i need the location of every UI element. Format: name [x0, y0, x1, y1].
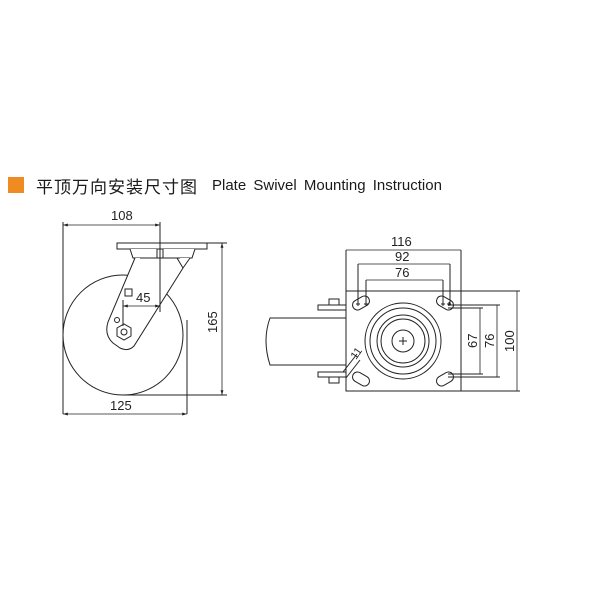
dim-76-vertical: 76 [482, 334, 497, 348]
dim-165: 165 [205, 311, 220, 333]
top-plate [116, 242, 208, 250]
side-view-dimensions [63, 223, 224, 416]
dim-11: 11 [349, 345, 365, 361]
mounting-slot-tr [436, 295, 454, 311]
heading-marker-icon [8, 177, 24, 193]
heading-title-cn: 平顶万向安装尺寸图 [36, 177, 198, 198]
axle-nut [116, 323, 132, 341]
wheel-tread [265, 317, 346, 366]
mounting-slot-bl [352, 371, 370, 387]
section-heading: 平顶万向安装尺寸图 Plate Swivel Mounting Instruct… [8, 173, 442, 198]
dim-125: 125 [110, 398, 132, 413]
top-view-dimensions [346, 249, 518, 391]
dim-92: 92 [395, 249, 409, 264]
dim-108: 108 [111, 208, 133, 223]
mounting-slot-tl [352, 295, 370, 311]
dim-100: 100 [502, 330, 517, 352]
bearing-ring-outer [364, 302, 442, 380]
dim-45: 45 [136, 290, 150, 305]
mounting-slot-br [436, 371, 454, 387]
dim-67: 67 [465, 334, 480, 348]
side-view [62, 222, 227, 414]
dim-76-horizontal: 76 [395, 265, 409, 280]
king-pin-circle [391, 329, 415, 353]
top-view [265, 250, 520, 392]
heading-title-en: Plate Swivel Mounting Instruction [212, 176, 442, 194]
dim-116: 116 [391, 234, 412, 249]
